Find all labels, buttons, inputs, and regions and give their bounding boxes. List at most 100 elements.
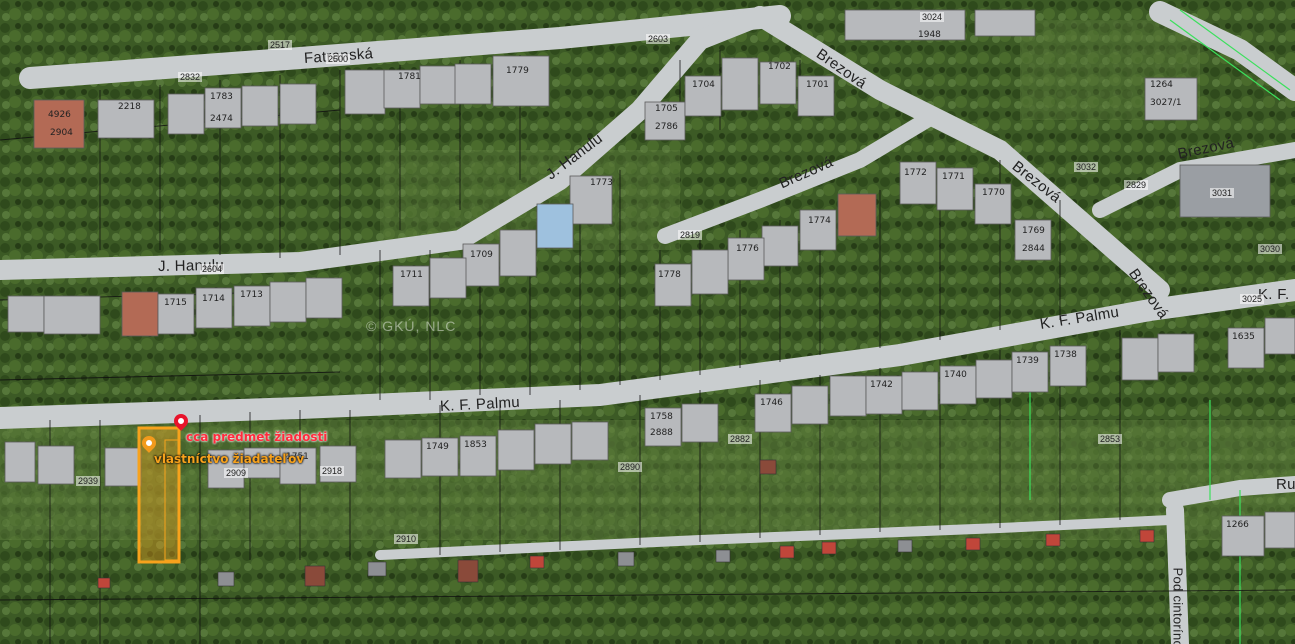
house-number: 1702	[768, 62, 791, 72]
building	[721, 57, 759, 111]
parcel-label: 2882	[728, 434, 753, 444]
building	[7, 295, 45, 333]
road-j-hanulu	[0, 6, 770, 280]
street-label-kf: K. F.	[1258, 286, 1290, 303]
house-number: 1740	[944, 370, 967, 380]
house-number: 2888	[650, 428, 673, 438]
parcel-label: 3024	[920, 12, 945, 22]
house-number: 2474	[210, 114, 233, 124]
building	[684, 75, 722, 117]
building	[37, 445, 75, 485]
house-number: 1709	[470, 250, 493, 260]
building	[459, 435, 497, 477]
building	[33, 99, 85, 149]
house-number: 1781	[398, 72, 421, 82]
building	[462, 243, 500, 287]
building	[1264, 317, 1295, 355]
building	[344, 69, 386, 115]
building	[1157, 333, 1195, 373]
building	[975, 359, 1013, 399]
buildings	[4, 9, 1295, 557]
building	[797, 75, 835, 117]
house-number: 1715	[164, 298, 187, 308]
house-number: 1739	[1016, 356, 1039, 366]
parcel-label: 3032	[1074, 162, 1099, 172]
building	[829, 375, 867, 417]
building	[571, 421, 609, 461]
parcel-label: 2918	[320, 466, 345, 476]
building	[241, 85, 279, 127]
building	[305, 277, 343, 319]
building	[901, 371, 939, 411]
road-fatranska	[19, 5, 791, 89]
building	[4, 441, 36, 483]
building	[799, 209, 837, 251]
building	[497, 429, 535, 471]
building	[536, 203, 574, 249]
building	[429, 257, 467, 299]
building	[1014, 219, 1052, 261]
building	[837, 193, 877, 237]
house-number: 1635	[1232, 332, 1255, 342]
building	[499, 229, 537, 277]
house-number: 1751	[286, 452, 309, 462]
parcel-label: 2909	[224, 468, 249, 478]
house-number: 1774	[808, 216, 831, 226]
building	[644, 101, 686, 141]
house-number: 1773	[590, 178, 613, 188]
small-buildings	[97, 459, 1155, 589]
building	[1121, 337, 1159, 381]
building	[1011, 351, 1049, 393]
building	[534, 423, 572, 465]
parcel-label: 2832	[178, 72, 203, 82]
road-pod-cintorinom	[1166, 501, 1189, 644]
parcel-label: 3025	[1240, 294, 1265, 304]
building	[243, 447, 281, 479]
building	[121, 291, 159, 337]
marker-label-subject: cca predmet žiadosti	[186, 430, 328, 444]
house-number: 1713	[240, 290, 263, 300]
house-number: 1783	[210, 92, 233, 102]
house-number: 1264	[1150, 80, 1173, 90]
house-number: 1758	[650, 412, 673, 422]
parcel-label: 2829	[1124, 180, 1149, 190]
building	[899, 161, 937, 205]
house-number: 1704	[692, 80, 715, 90]
parcel-label: 3030	[1258, 244, 1283, 254]
parcel-label: 2604	[200, 264, 225, 274]
parcel-label: 2500	[326, 54, 351, 64]
house-number: 1742	[870, 380, 893, 390]
building	[1144, 77, 1198, 121]
building	[1049, 345, 1087, 387]
building	[279, 447, 317, 485]
house-number: 1738	[1054, 350, 1077, 360]
house-number: 1749	[426, 442, 449, 452]
building	[654, 263, 692, 307]
building	[97, 99, 155, 139]
house-number: 1746	[760, 398, 783, 408]
house-number: 2786	[655, 122, 678, 132]
road-kf-palmu	[0, 279, 1295, 429]
house-number: 1853	[464, 440, 487, 450]
parcel-label: 2853	[1098, 434, 1123, 444]
house-number: 2844	[1022, 244, 1045, 254]
house-number: 1711	[400, 270, 423, 280]
building	[936, 167, 974, 211]
building	[644, 407, 682, 447]
building	[384, 439, 422, 479]
building	[727, 237, 765, 281]
building	[104, 447, 142, 487]
street-label-pod-cintorinom: Pod cintorínom	[1170, 567, 1186, 644]
house-number: 1770	[982, 188, 1005, 198]
map-watermark: © GKÚ, NLC	[366, 318, 457, 334]
subject-parcel-inner	[164, 439, 180, 561]
parcel-label: 2603	[646, 34, 671, 44]
road-brezova-1	[750, 6, 1170, 300]
building	[1264, 511, 1295, 549]
parcel-label: 3031	[1210, 188, 1235, 198]
parcel-label: 2819	[678, 230, 703, 240]
building	[319, 445, 357, 483]
house-number: 1772	[904, 168, 927, 178]
